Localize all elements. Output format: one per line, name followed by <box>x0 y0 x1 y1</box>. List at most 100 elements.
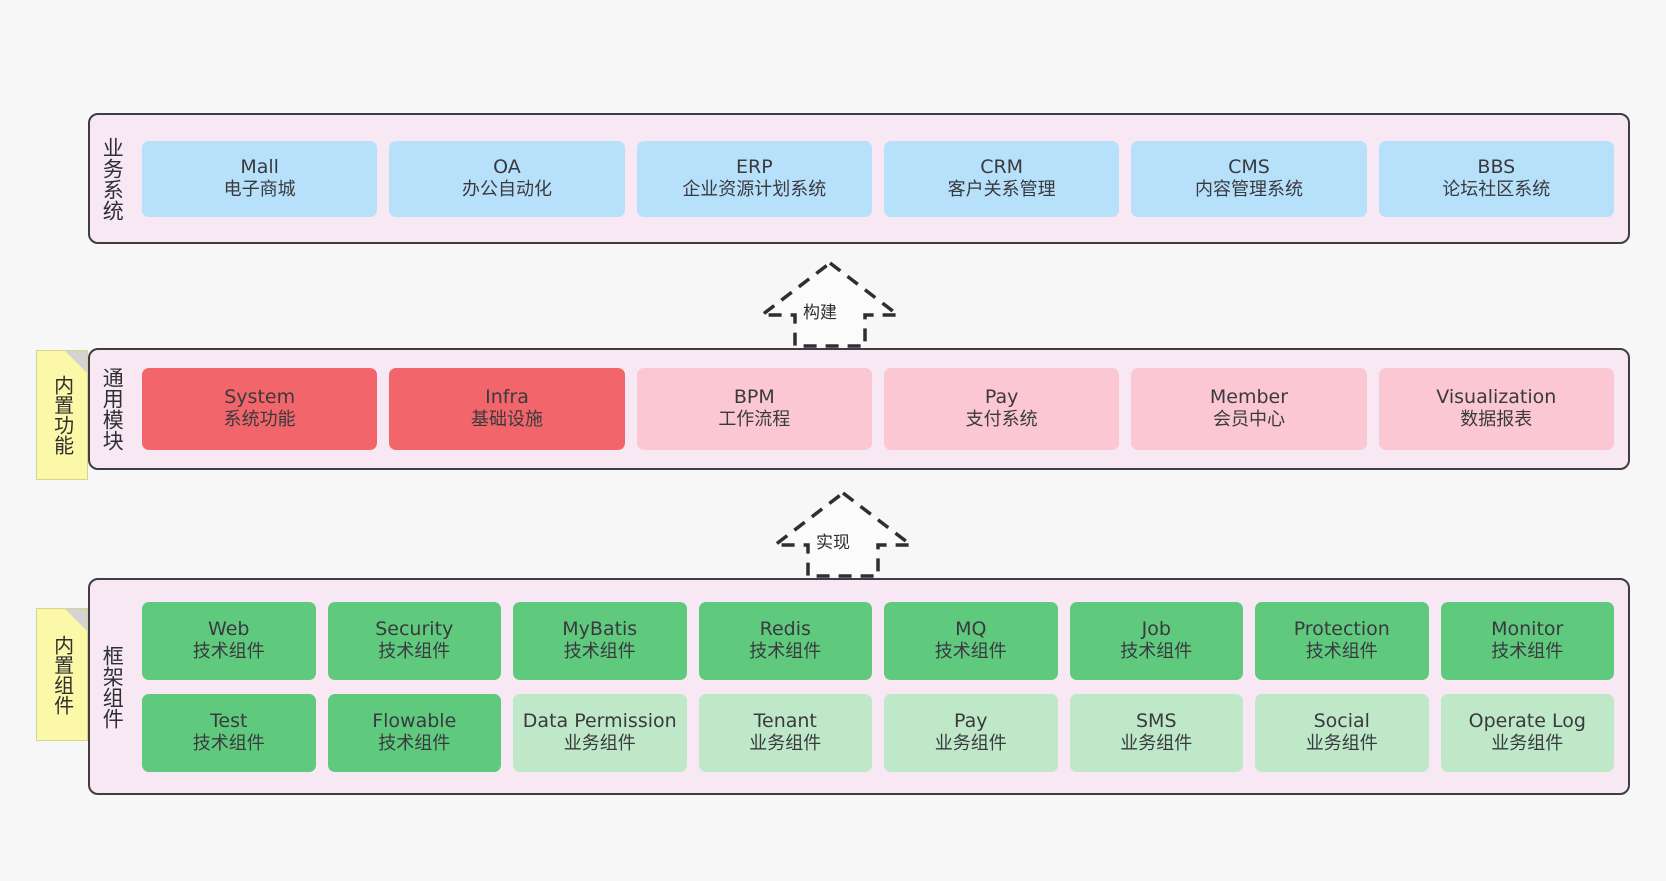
card-bpm[interactable]: BPM 工作流程 <box>636 368 872 450</box>
card-title-en: Data Permission <box>522 709 677 732</box>
card-title-en: Mall <box>240 155 279 178</box>
card-title-cn: 业务组件 <box>749 732 822 754</box>
card-tenant[interactable]: Tenant 业务组件 <box>698 693 872 772</box>
card-title-cn: 工作流程 <box>718 409 791 431</box>
card-mybatis[interactable]: MyBatis 技术组件 <box>513 601 687 680</box>
card-title-cn: 技术组件 <box>1491 640 1564 662</box>
card-title-en: Security <box>375 617 454 640</box>
card-job[interactable]: Job 技术组件 <box>1069 601 1243 680</box>
business-card-list: Mall 电子商城 OA 办公自动化 ERP 企业资源计划系统 CRM 客户关系… <box>134 115 1628 242</box>
card-title-cn: 办公自动化 <box>461 178 552 200</box>
card-title-cn: 业务组件 <box>1491 732 1564 754</box>
card-title-cn: 数据报表 <box>1460 409 1533 431</box>
card-protection[interactable]: Protection 技术组件 <box>1255 601 1429 680</box>
card-data-permission[interactable]: Data Permission 业务组件 <box>513 693 687 772</box>
sticky-note-label: 内置组件 <box>50 634 75 715</box>
arrow-build: 构建 <box>755 258 905 348</box>
framework-row-business: Test 技术组件 Flowable 技术组件 Data Permission … <box>142 693 1614 772</box>
card-crm[interactable]: CRM 客户关系管理 <box>883 140 1120 217</box>
card-title-en: Pay <box>984 386 1019 409</box>
sticky-note-label: 内置功能 <box>50 375 75 455</box>
layer-common-modules: 通用模块 System 系统功能 Infra 基础设施 BPM 工作流程 Pay… <box>88 348 1630 470</box>
sticky-note-builtin-components: 内置组件 <box>36 608 88 741</box>
card-title-en: Pay <box>954 709 988 732</box>
card-title-en: System <box>224 386 296 409</box>
card-title-cn: 会员中心 <box>1212 409 1285 431</box>
card-sms[interactable]: SMS 业务组件 <box>1069 693 1243 772</box>
card-title-cn: 客户关系管理 <box>947 178 1056 200</box>
card-title-cn: 业务组件 <box>1120 732 1193 754</box>
card-title-cn: 系统功能 <box>223 409 296 431</box>
card-mq[interactable]: MQ 技术组件 <box>884 601 1058 680</box>
card-title-cn: 支付系统 <box>965 409 1038 431</box>
card-title-cn: 业务组件 <box>1305 732 1378 754</box>
card-title-cn: 内容管理系统 <box>1194 178 1303 200</box>
card-title-cn: 论坛社区系统 <box>1442 178 1551 200</box>
card-title-cn: 技术组件 <box>378 640 451 662</box>
sticky-fold-corner-icon <box>65 609 87 631</box>
card-web[interactable]: Web 技术组件 <box>142 601 316 680</box>
layer-framework-components: 框架组件 Web 技术组件 Security 技术组件 MyBatis 技术组件… <box>88 578 1630 795</box>
card-mall[interactable]: Mall 电子商城 <box>142 140 378 217</box>
card-title-en: MyBatis <box>562 617 638 640</box>
card-pay[interactable]: Pay 支付系统 <box>883 368 1120 450</box>
card-title-cn: 技术组件 <box>192 732 265 754</box>
card-title-cn: 技术组件 <box>563 640 636 662</box>
modules-card-list: System 系统功能 Infra 基础设施 BPM 工作流程 Pay 支付系统… <box>134 350 1628 468</box>
card-operate-log[interactable]: Operate Log 业务组件 <box>1440 693 1614 772</box>
framework-row-tech: Web 技术组件 Security 技术组件 MyBatis 技术组件 Redi… <box>142 601 1614 680</box>
card-bbs[interactable]: BBS 论坛社区系统 <box>1378 140 1614 217</box>
card-title-en: Infra <box>485 386 529 409</box>
sticky-note-builtin-functions: 内置功能 <box>36 350 88 480</box>
card-erp[interactable]: ERP 企业资源计划系统 <box>636 140 872 217</box>
arrow-implement-icon <box>769 490 917 578</box>
card-title-cn: 技术组件 <box>378 732 451 754</box>
card-visualization[interactable]: Visualization 数据报表 <box>1378 368 1614 450</box>
arrow-build-label: 构建 <box>803 303 837 323</box>
card-redis[interactable]: Redis 技术组件 <box>698 601 872 680</box>
card-title-en: Social <box>1313 709 1370 732</box>
card-security[interactable]: Security 技术组件 <box>327 601 501 680</box>
card-title-en: OA <box>493 155 521 178</box>
card-title-en: BBS <box>1477 155 1516 178</box>
card-title-en: CRM <box>980 155 1024 178</box>
card-title-en: Operate Log <box>1468 709 1586 732</box>
layer-title-framework-components: 框架组件 <box>100 644 125 729</box>
card-title-cn: 技术组件 <box>1305 640 1378 662</box>
card-title-en: Web <box>208 617 250 640</box>
card-member[interactable]: Member 会员中心 <box>1131 368 1367 450</box>
card-infra[interactable]: Infra 基础设施 <box>389 368 625 450</box>
card-title-cn: 技术组件 <box>192 640 265 662</box>
card-system[interactable]: System 系统功能 <box>142 368 378 450</box>
card-title-en: CMS <box>1228 155 1270 178</box>
card-title-en: ERP <box>735 155 773 178</box>
card-title-en: Flowable <box>372 709 457 732</box>
card-title-cn: 业务组件 <box>934 732 1007 754</box>
card-title-en: Tenant <box>753 709 817 732</box>
card-title-en: Member <box>1209 386 1289 409</box>
card-oa[interactable]: OA 办公自动化 <box>389 140 625 217</box>
arrow-build-icon <box>756 260 904 348</box>
sticky-fold-corner-icon <box>65 351 87 373</box>
card-title-en: SMS <box>1135 709 1177 732</box>
card-title-en: Visualization <box>1436 386 1557 409</box>
arrow-implement-label: 实现 <box>816 533 850 553</box>
card-flowable[interactable]: Flowable 技术组件 <box>327 693 501 772</box>
card-title-cn: 业务组件 <box>563 732 636 754</box>
card-pay-business[interactable]: Pay 业务组件 <box>884 693 1058 772</box>
card-cms[interactable]: CMS 内容管理系统 <box>1131 140 1367 217</box>
card-title-cn: 技术组件 <box>1120 640 1193 662</box>
card-social[interactable]: Social 业务组件 <box>1255 693 1429 772</box>
card-title-cn: 技术组件 <box>749 640 822 662</box>
layer-title-common-modules: 通用模块 <box>100 367 125 451</box>
card-title-en: Job <box>1141 617 1171 640</box>
card-title-en: Protection <box>1293 617 1390 640</box>
card-title-cn: 电子商城 <box>223 178 296 200</box>
card-title-en: BPM <box>733 386 775 409</box>
card-monitor[interactable]: Monitor 技术组件 <box>1440 601 1614 680</box>
card-title-en: MQ <box>955 617 987 640</box>
card-title-cn: 技术组件 <box>934 640 1007 662</box>
layer-business-systems: 业务系统 Mall 电子商城 OA 办公自动化 ERP 企业资源计划系统 CRM… <box>88 113 1630 244</box>
card-test[interactable]: Test 技术组件 <box>142 693 316 772</box>
